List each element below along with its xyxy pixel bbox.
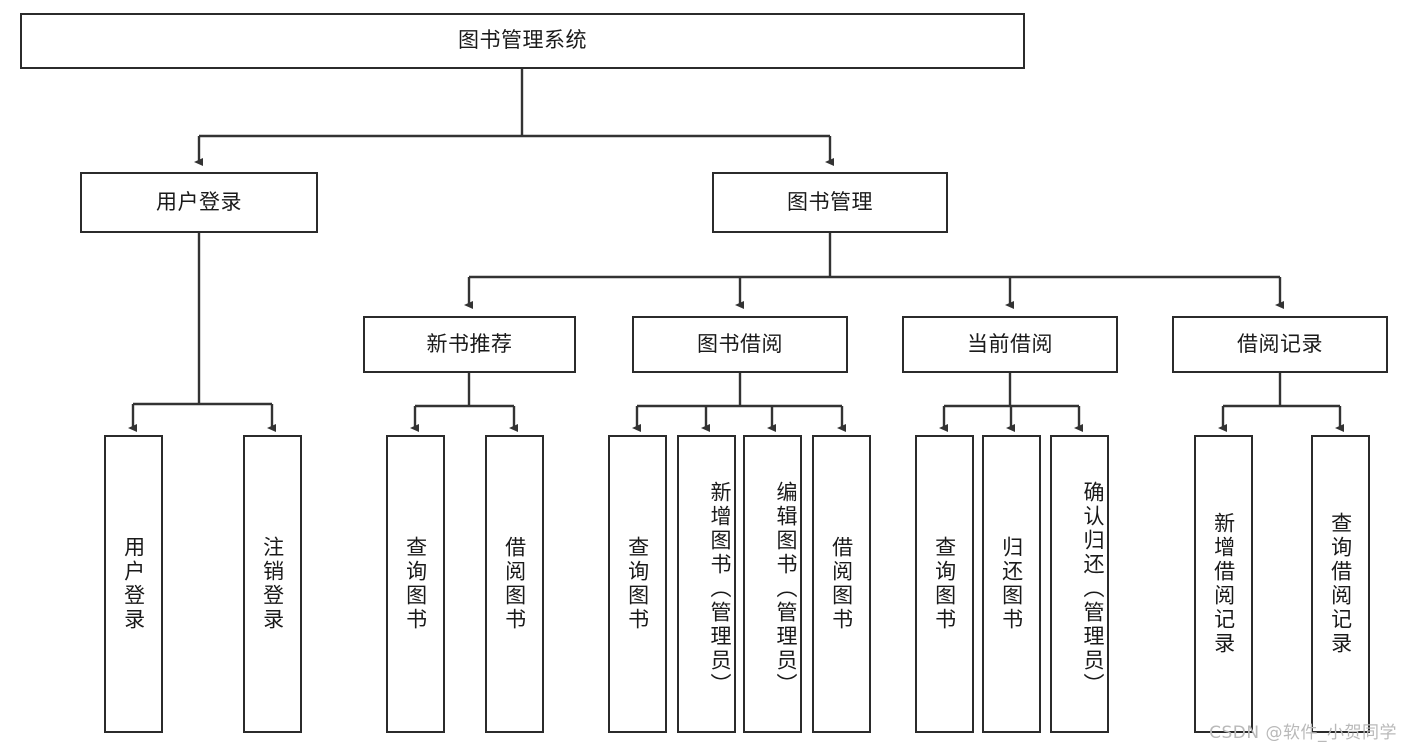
node-new-book-recommend[interactable]: 新书推荐 (363, 316, 576, 373)
leaf-label: 查询图书 (932, 536, 957, 632)
node-user-login[interactable]: 用户登录 (80, 172, 318, 233)
leaf-edit-book[interactable]: 编辑图书（管理员） (743, 435, 802, 733)
leaf-label: 新增借阅记录 (1211, 512, 1236, 656)
leaf-label: 注销登录 (260, 536, 285, 632)
leaf-label: 确认归还（管理员） (1081, 481, 1105, 697)
leaf-query-book-1[interactable]: 查询图书 (386, 435, 445, 733)
leaf-label: 查询借阅记录 (1328, 512, 1353, 656)
leaf-confirm-return[interactable]: 确认归还（管理员） (1050, 435, 1109, 733)
leaf-query-record[interactable]: 查询借阅记录 (1311, 435, 1370, 733)
leaf-label: 新增图书（管理员） (708, 481, 732, 697)
leaf-label: 归还图书 (999, 536, 1024, 632)
leaf-label: 用户登录 (121, 536, 146, 632)
leaf-label: 借阅图书 (829, 536, 854, 632)
leaf-query-book-2[interactable]: 查询图书 (608, 435, 667, 733)
leaf-user-login[interactable]: 用户登录 (104, 435, 163, 733)
leaf-label: 查询图书 (403, 536, 428, 632)
node-borrow-record[interactable]: 借阅记录 (1172, 316, 1388, 373)
leaf-label: 查询图书 (625, 536, 650, 632)
node-current-borrow[interactable]: 当前借阅 (902, 316, 1118, 373)
leaf-add-book[interactable]: 新增图书（管理员） (677, 435, 736, 733)
leaf-borrow-book-2[interactable]: 借阅图书 (812, 435, 871, 733)
leaf-add-record[interactable]: 新增借阅记录 (1194, 435, 1253, 733)
leaf-label: 编辑图书（管理员） (774, 481, 798, 697)
watermark: CSDN @软件_小贺同学 (1209, 723, 1397, 743)
node-book-management[interactable]: 图书管理 (712, 172, 948, 233)
node-book-borrow[interactable]: 图书借阅 (632, 316, 848, 373)
leaf-logout[interactable]: 注销登录 (243, 435, 302, 733)
leaf-borrow-book-1[interactable]: 借阅图书 (485, 435, 544, 733)
node-root-system[interactable]: 图书管理系统 (20, 13, 1025, 69)
leaf-return-book[interactable]: 归还图书 (982, 435, 1041, 733)
leaf-query-book-3[interactable]: 查询图书 (915, 435, 974, 733)
leaf-label: 借阅图书 (502, 536, 527, 632)
